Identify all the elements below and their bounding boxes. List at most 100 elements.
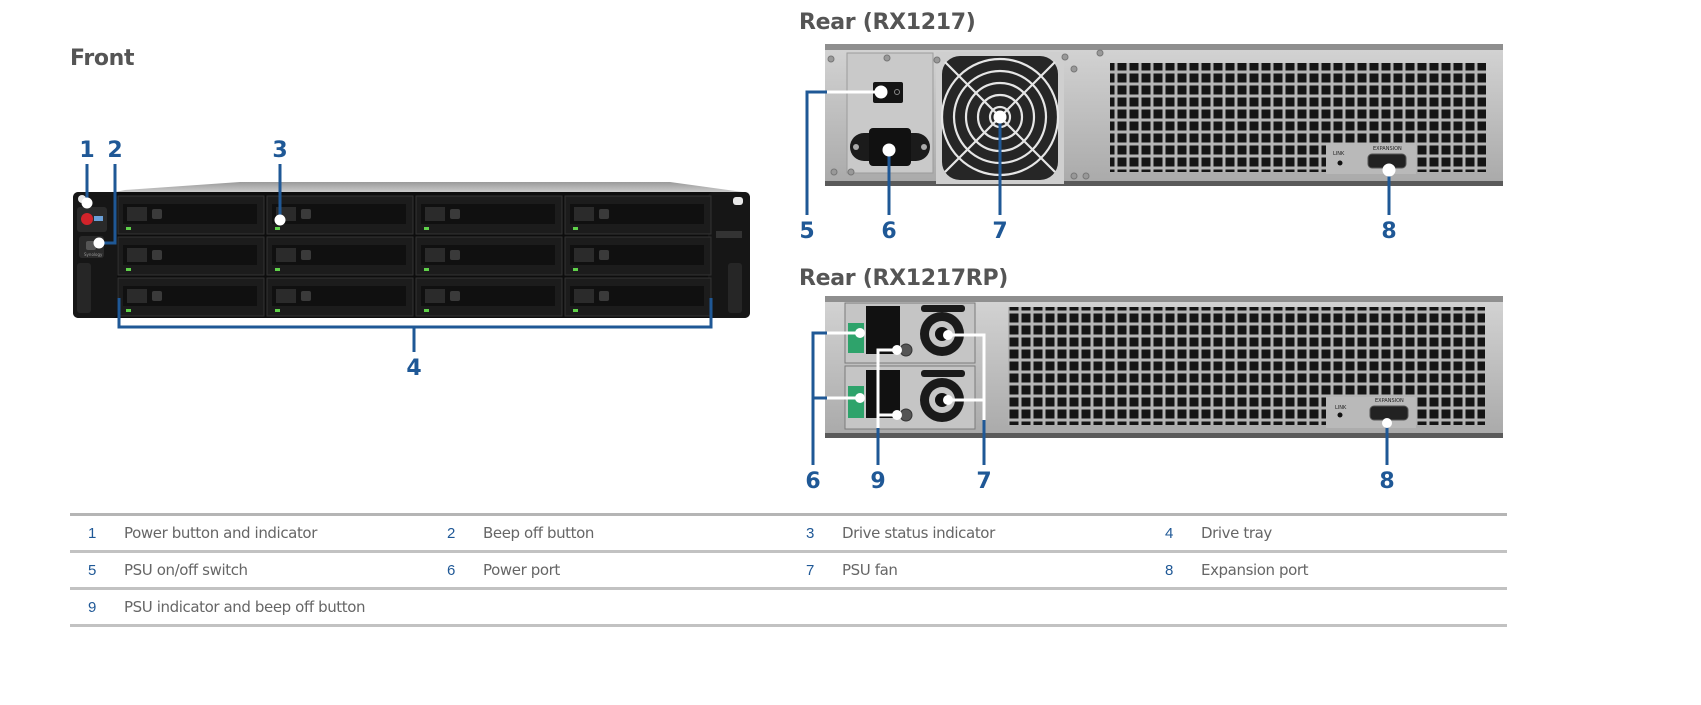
callout-2: 2 [107,138,123,163]
legend-item: 3 Drive status indicator [788,524,1147,542]
expansion-label: EXPANSION [1373,146,1402,152]
callout-9: 9 [870,469,886,494]
drive-status-led-icon [573,227,578,230]
tray-lock-icon [450,209,460,219]
front-left-handle [77,263,91,313]
legend-item-label: Beep off button [483,524,595,542]
psu-power-port-icon [866,370,900,418]
legend-item-number: 6 [447,561,456,579]
drive-status-led-icon [275,309,280,312]
rear-rx1217rp-callout-dots [855,328,1392,428]
callout-4: 4 [406,356,422,381]
legend-item: 5 PSU on/off switch [70,561,429,579]
tray-lock-icon [450,250,460,260]
tray-lock-icon [599,291,609,301]
power-button-icon [81,213,93,225]
tray-lock-icon [152,291,162,301]
drive-status-led-icon [573,309,578,312]
psu-fan-icon [920,370,965,422]
rear-rx1217rp-chassis: LINK EXPANSION [825,296,1503,438]
drive-status-led-icon [126,268,131,271]
drive-status-led-icon [424,309,429,312]
model-label [716,231,742,238]
front-heading: Front [70,46,135,71]
drive-status-led-icon [126,309,131,312]
legend-item-label: Drive status indicator [842,524,995,542]
callout-7-rp: 7 [976,469,992,494]
drive-tray [117,195,265,235]
drive-tray [415,277,563,317]
rear-rx1217-top-edge [825,44,1503,50]
legend-item-number: 2 [447,524,456,542]
legend-item-label: Expansion port [1201,561,1309,579]
expansion-label: EXPANSION [1375,398,1404,404]
beep-off-button-icon [86,241,96,250]
drive-status-led-icon [424,227,429,230]
drive-tray [564,195,712,235]
callout-8: 8 [1381,219,1397,244]
power-indicator-icon [94,216,103,221]
callout-5: 5 [799,219,815,244]
legend-item-number: 3 [806,524,815,542]
legend-item-label: PSU fan [842,561,898,579]
drive-status-led-icon [126,227,131,230]
rear-rx1217-callout-lines [805,90,1391,215]
link-indicator-icon [1337,412,1343,418]
rear-rx1217-heading: Rear (RX1217) [799,10,976,35]
drive-tray [564,236,712,276]
ear-hole-right-icon [733,197,743,205]
drive-status-led-icon [275,227,280,230]
svg-text:Synology: Synology [84,252,103,257]
drive-tray [415,236,563,276]
front-callout-dots [81,197,286,249]
tray-lock-icon [599,250,609,260]
front-chassis: Synology [73,182,750,318]
legend-item: 8 Expansion port [1147,561,1506,579]
callout-6: 6 [881,219,897,244]
front-callout-lines [85,164,713,352]
rear-rx1217-chassis: LINK EXPANSION [825,44,1503,186]
tray-lock-icon [152,209,162,219]
rear-rx1217rp-callout-lines [811,331,1389,465]
callout-3: 3 [272,138,288,163]
psu-latch-icon [848,323,864,353]
callout-1: 1 [79,138,95,163]
drive-status-led-icon [424,268,429,271]
drive-status-led-icon [573,268,578,271]
legend-item-number: 8 [1165,561,1174,579]
expansion-port-icon [1369,405,1409,421]
tray-lock-icon [152,250,162,260]
drive-tray [266,277,414,317]
drive-tray [117,277,265,317]
legend-item-label: Power port [483,561,560,579]
drive-tray [266,195,414,235]
legend-item-label: Drive tray [1201,524,1272,542]
callout-6-rp: 6 [805,469,821,494]
front-right-handle [728,263,742,313]
drive-tray [415,195,563,235]
link-label: LINK [1333,151,1345,157]
rear-rx1217-white-leaders [827,85,1396,177]
rear-rx1217-bottom-edge [825,181,1503,186]
psu-module-1 [844,302,976,364]
tray-lock-icon [599,209,609,219]
legend-item-number: 5 [88,561,97,579]
tray-lock-icon [301,291,311,301]
callout-7: 7 [992,219,1008,244]
drive-tray [564,277,712,317]
tray-lock-icon [301,250,311,260]
legend-item-label: PSU on/off switch [124,561,248,579]
front-top-panel [110,182,750,193]
rear-rx1217-vent-grille [1110,63,1486,172]
link-label: LINK [1335,405,1347,411]
tray-lock-icon [450,291,460,301]
rear-rx1217rp-heading: Rear (RX1217RP) [799,266,1009,291]
